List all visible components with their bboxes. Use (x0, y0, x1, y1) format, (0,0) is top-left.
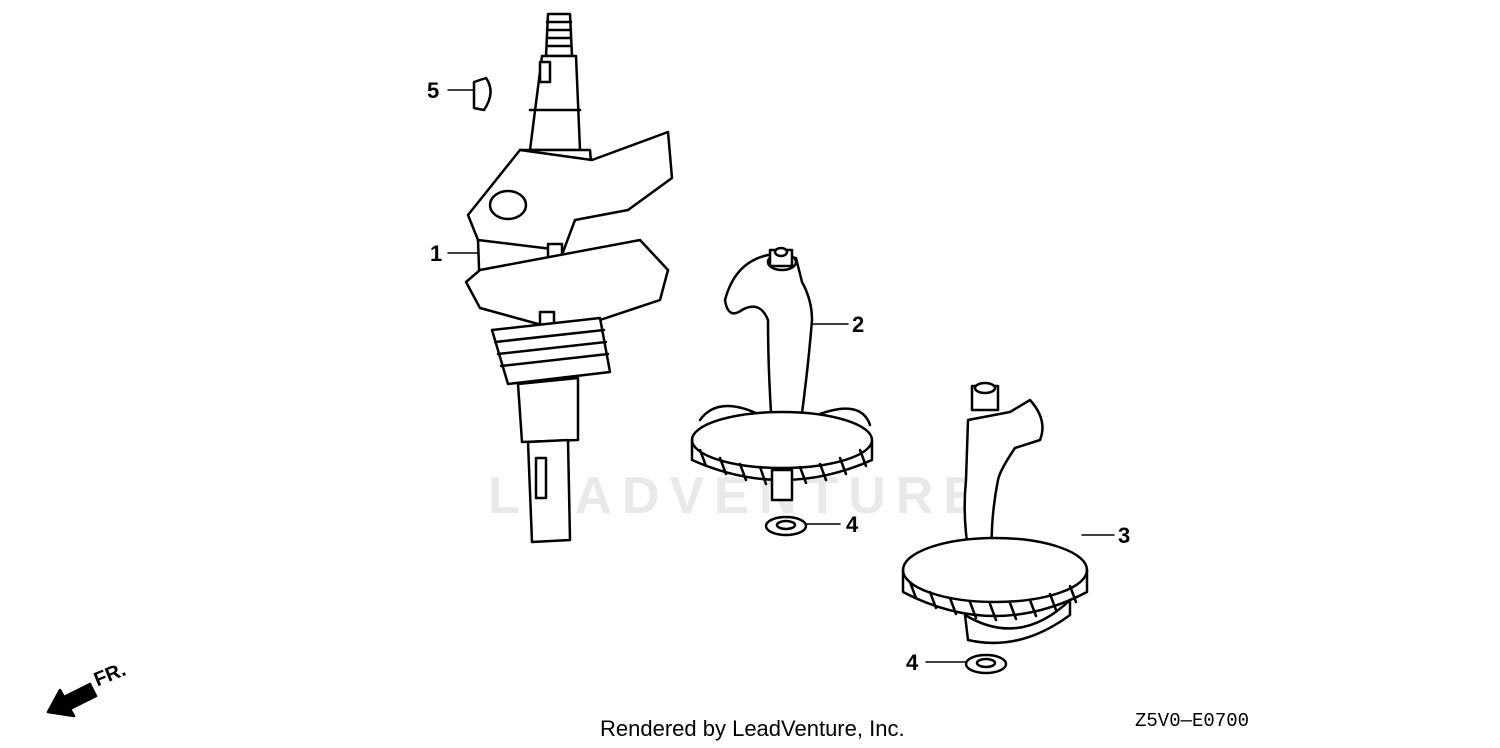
callout-3: 3 (1118, 523, 1131, 548)
diagram-code: Z5V0—E0700 (1135, 710, 1250, 732)
balancer-part-3 (901, 381, 1089, 645)
woodruff-key-part-5 (472, 76, 492, 112)
callout-2: 2 (852, 312, 865, 337)
crankshaft-part-1 (464, 12, 674, 544)
callout-5: 5 (427, 78, 440, 103)
callout-4-lower: 4 (906, 650, 919, 675)
callout-1: 1 (430, 241, 443, 266)
callout-4-upper: 4 (846, 512, 859, 537)
render-credit: Rendered by LeadVenture, Inc. (600, 716, 905, 741)
balancer-part-2 (690, 246, 874, 502)
front-arrow-icon (46, 682, 98, 718)
